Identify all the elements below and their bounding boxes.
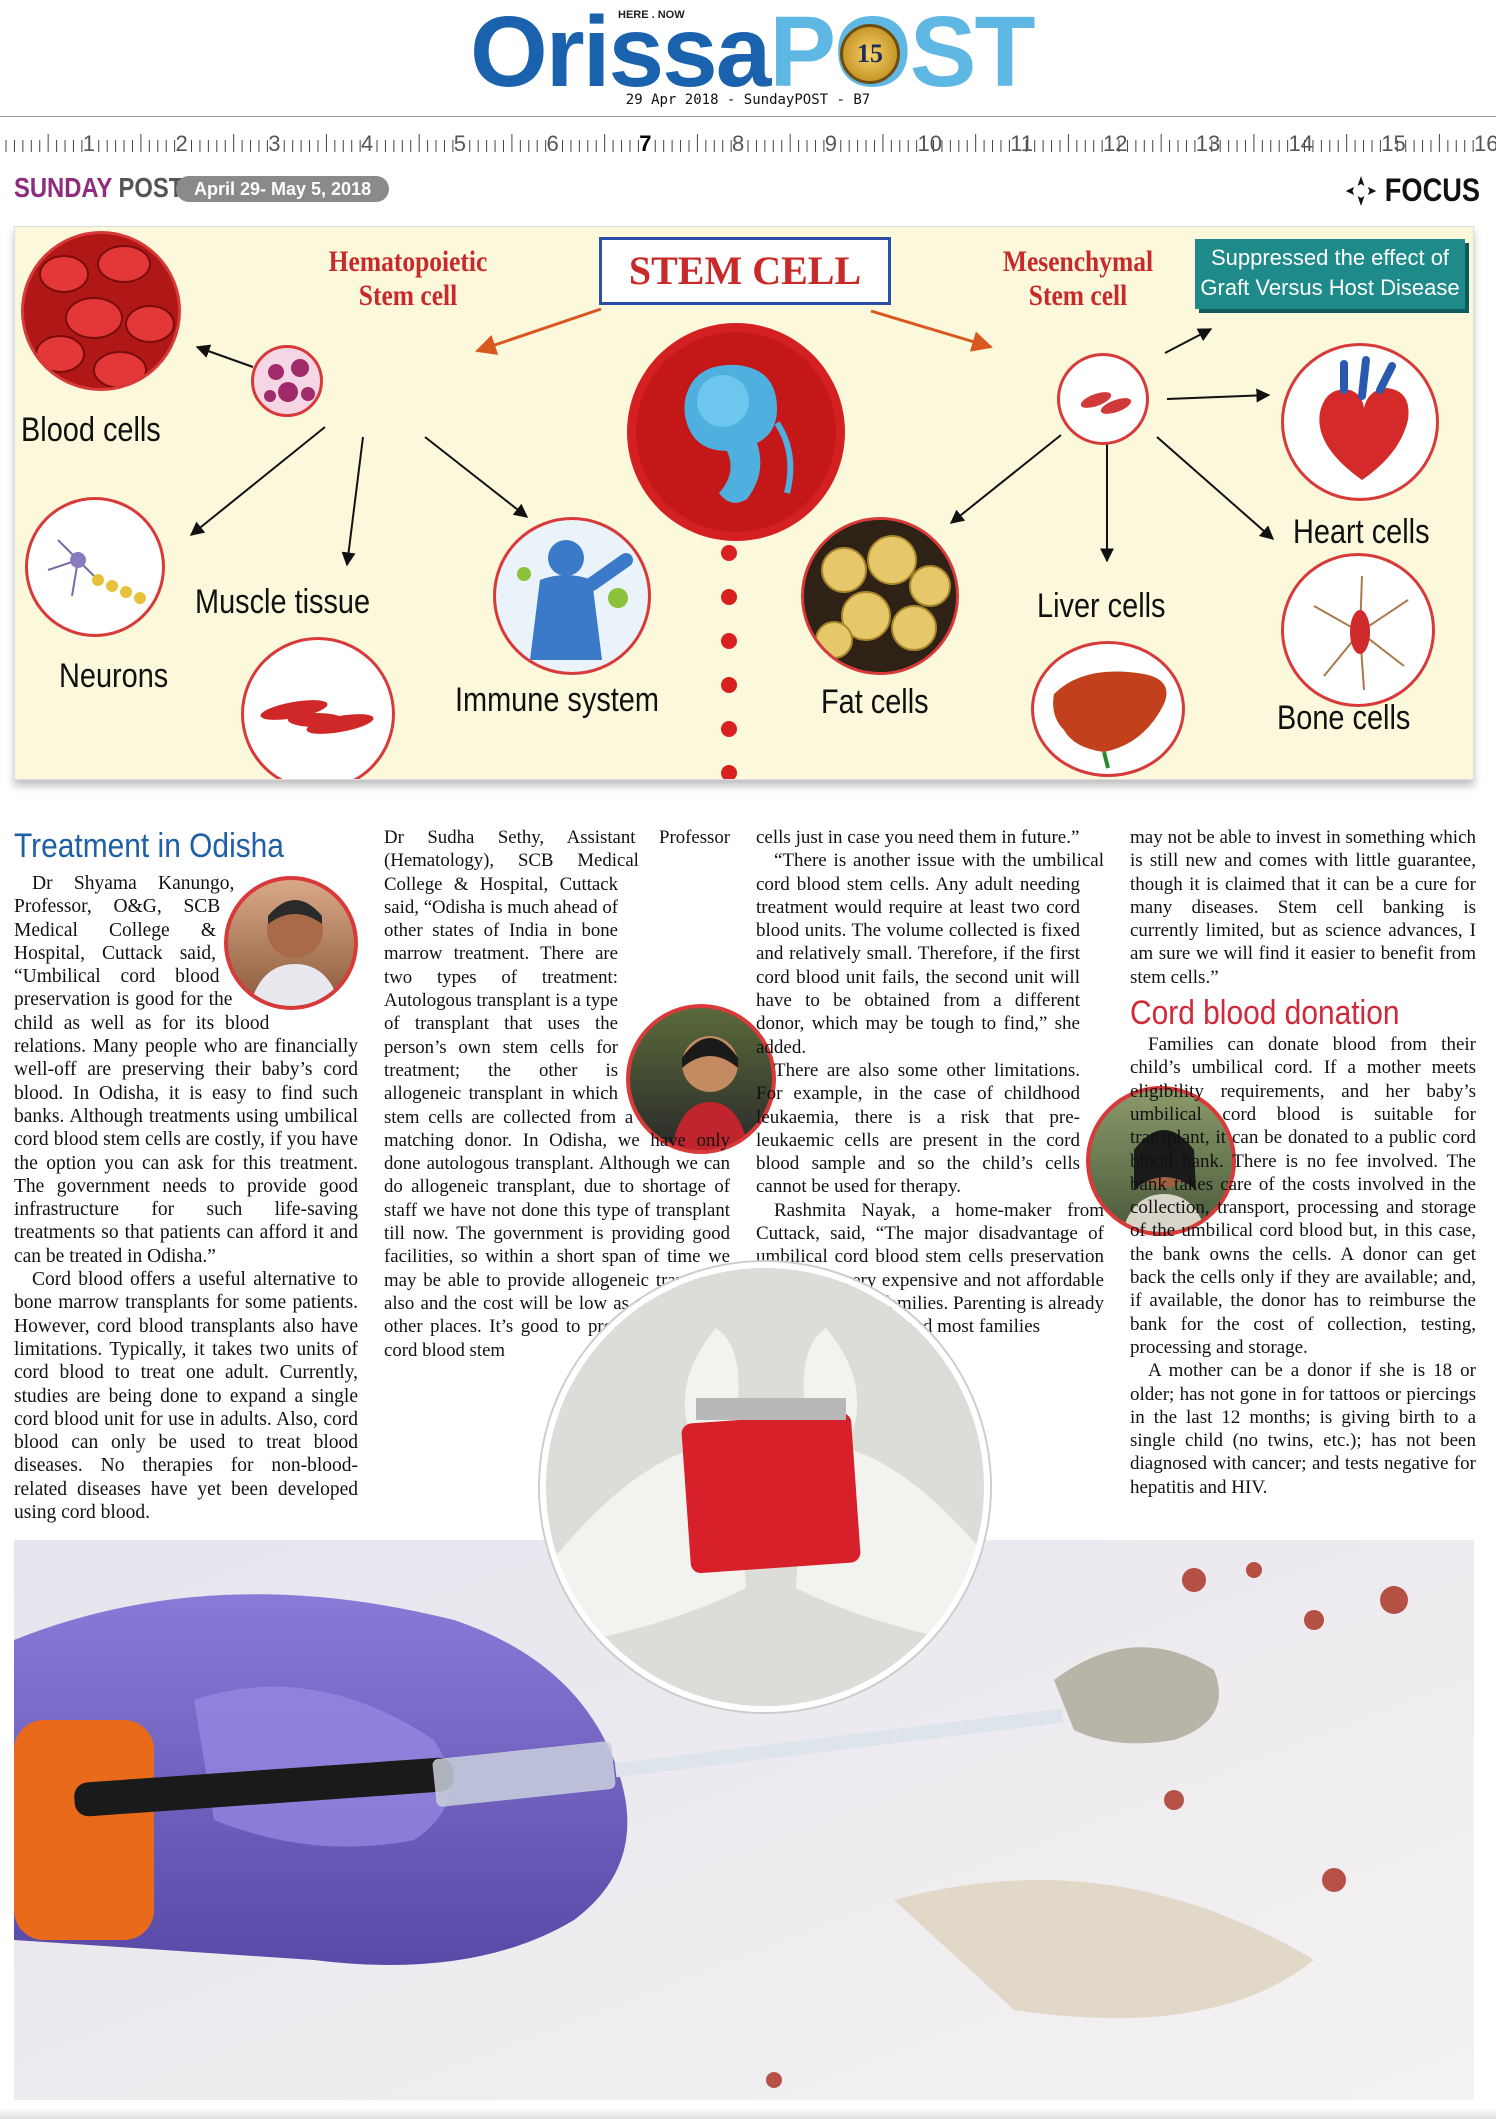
ruler-number: 6 [547, 131, 559, 156]
neuron-icon [47, 539, 146, 604]
section-bar: SUNDAY POST April 29- May 5, 2018 FOCUS [14, 172, 1494, 208]
label-liver-cells: Liver cells [1037, 587, 1166, 625]
section-post: POST [118, 172, 184, 203]
focus-label: FOCUS [1384, 172, 1480, 208]
ruler-number: 15 [1381, 131, 1405, 156]
ruler-number: 14 [1289, 131, 1313, 156]
logo-orissa: Orissa [470, 0, 771, 108]
mesenchymal-title: Mesenchymal Stem cell [1002, 245, 1154, 312]
photo-sudha-sethy [626, 1004, 776, 1154]
label-muscle-tissue: Muscle tissue [195, 583, 371, 621]
col4-para-3: A mother can be a donor if she is 18 or … [1130, 1360, 1476, 1498]
ruler-number: 5 [454, 131, 466, 156]
label-neurons: Neurons [59, 657, 169, 695]
section-date-range: April 29- May 5, 2018 [176, 176, 390, 202]
ruler-number: 16 [1474, 131, 1496, 156]
article-column-2: Dr Sudha Sethy, Assistant Professor (Hem… [384, 826, 776, 1362]
section-title: SUNDAY POST [14, 172, 183, 204]
logo-post: POST [769, 0, 1035, 108]
liver-icon [1053, 671, 1167, 769]
infographic-arrows [189, 307, 1275, 779]
col3-para-1: cells just in case you need them in futu… [756, 827, 1080, 848]
neurons-image [25, 497, 165, 637]
ruler-number: 12 [1103, 131, 1127, 156]
col2-para-1: Dr Sudha Sethy, Assistant Professor (Hem… [384, 827, 730, 1361]
ruler-number: 4 [361, 131, 373, 156]
ruler-number: 2 [176, 131, 188, 156]
ruler-number: 10 [918, 131, 942, 156]
portrait-icon [1122, 1130, 1206, 1232]
hematopoietic-cell-icon [264, 359, 315, 402]
label-fat-cells: Fat cells [821, 683, 929, 721]
hematopoietic-title: Hematopoietic Stem cell [328, 245, 488, 312]
ruler-number: 9 [825, 131, 837, 156]
section-focus: FOCUS [1345, 172, 1480, 209]
stem-cell-infographic: STEM CELL Hematopoietic Stem cell Mesenc… [14, 226, 1474, 780]
immune-system-image [493, 517, 651, 675]
section-sunday: SUNDAY [14, 172, 112, 203]
bone-cells-image [1281, 553, 1435, 707]
bone-icon [1313, 575, 1409, 691]
mesenchymal-cell-icon [1080, 392, 1132, 414]
muscle-icon [260, 700, 374, 734]
muscle-tissue-image [241, 637, 395, 779]
dateline: 29 Apr 2018 - SundayPOST - B7 [625, 92, 871, 108]
article-column-4: may not be able to invest in something w… [1130, 826, 1476, 1499]
footer-rule [0, 2108, 1496, 2119]
mesenchymal-cell-image [1057, 353, 1149, 445]
fat-cells-icon [804, 520, 956, 672]
masthead: OrissaPOST HERE . NOW 15 29 Apr 2018 - S… [0, 0, 1496, 120]
blood-cells-image [21, 231, 181, 391]
embryo-icon [636, 332, 836, 532]
article-column-3: cells just in case you need them in futu… [756, 826, 1236, 1339]
blood-bag-photo [540, 1262, 990, 1712]
ruler-number: 8 [732, 131, 744, 156]
col1-para-2: Cord blood offers a useful alternative t… [14, 1269, 358, 1524]
ruler-number: 7 [639, 131, 651, 156]
blood-cells-icon [24, 234, 178, 388]
stem-cell-title: STEM CELL [599, 237, 891, 305]
photo-shyama-kanungo [224, 876, 358, 1010]
col3-para-2: “There is another issue with the umbilic… [756, 850, 1104, 1058]
label-bone-cells: Bone cells [1277, 699, 1411, 737]
ruler-number: 13 [1196, 131, 1220, 156]
gvhd-note: Suppressed the effect of Graft Versus Ho… [1195, 239, 1465, 309]
blood-bag-icon [546, 1268, 984, 1706]
orissapost-logo[interactable]: OrissaPOST [470, 2, 1036, 102]
heart-cells-image [1281, 343, 1439, 501]
heading-cord-blood-donation: Cord blood donation [1130, 994, 1400, 1033]
fat-cells-image [801, 517, 959, 675]
heart-icon [1319, 356, 1409, 480]
ruler-number: 1 [83, 131, 95, 156]
immune-icon [517, 540, 633, 660]
heading-treatment-in-odisha: Treatment in Odisha [14, 827, 284, 865]
focus-arrows-icon [1345, 176, 1377, 206]
masthead-divider [0, 116, 1496, 117]
article-column-1: Treatment in Odisha Dr Shyama Kanungo, P… [14, 826, 358, 1524]
col4-para-2: Families can donate blood from their chi… [1130, 1034, 1476, 1358]
ruler-number: 11 [1010, 131, 1033, 156]
embryo-circle [627, 323, 845, 541]
logo-tagline: HERE . NOW [618, 9, 685, 21]
photo-rashmita-nayak [1086, 1086, 1236, 1236]
label-blood-cells: Blood cells [21, 411, 161, 449]
col1-para-1: Dr Shyama Kanungo, Professor, O&G, SCB M… [14, 873, 358, 1267]
hematopoietic-cell-image [251, 345, 323, 417]
label-immune-system: Immune system [455, 681, 659, 719]
liver-cells-image [1031, 641, 1185, 777]
portrait-icon [671, 1036, 749, 1150]
portrait-icon [249, 900, 341, 1006]
ruler-number: 3 [268, 131, 280, 156]
col4-para-1: may not be able to invest in something w… [1130, 827, 1476, 988]
col3-para-3: There are also some other limitations. F… [756, 1059, 1080, 1198]
label-heart-cells: Heart cells [1293, 513, 1430, 551]
anniversary-badge: 15 [840, 24, 900, 84]
